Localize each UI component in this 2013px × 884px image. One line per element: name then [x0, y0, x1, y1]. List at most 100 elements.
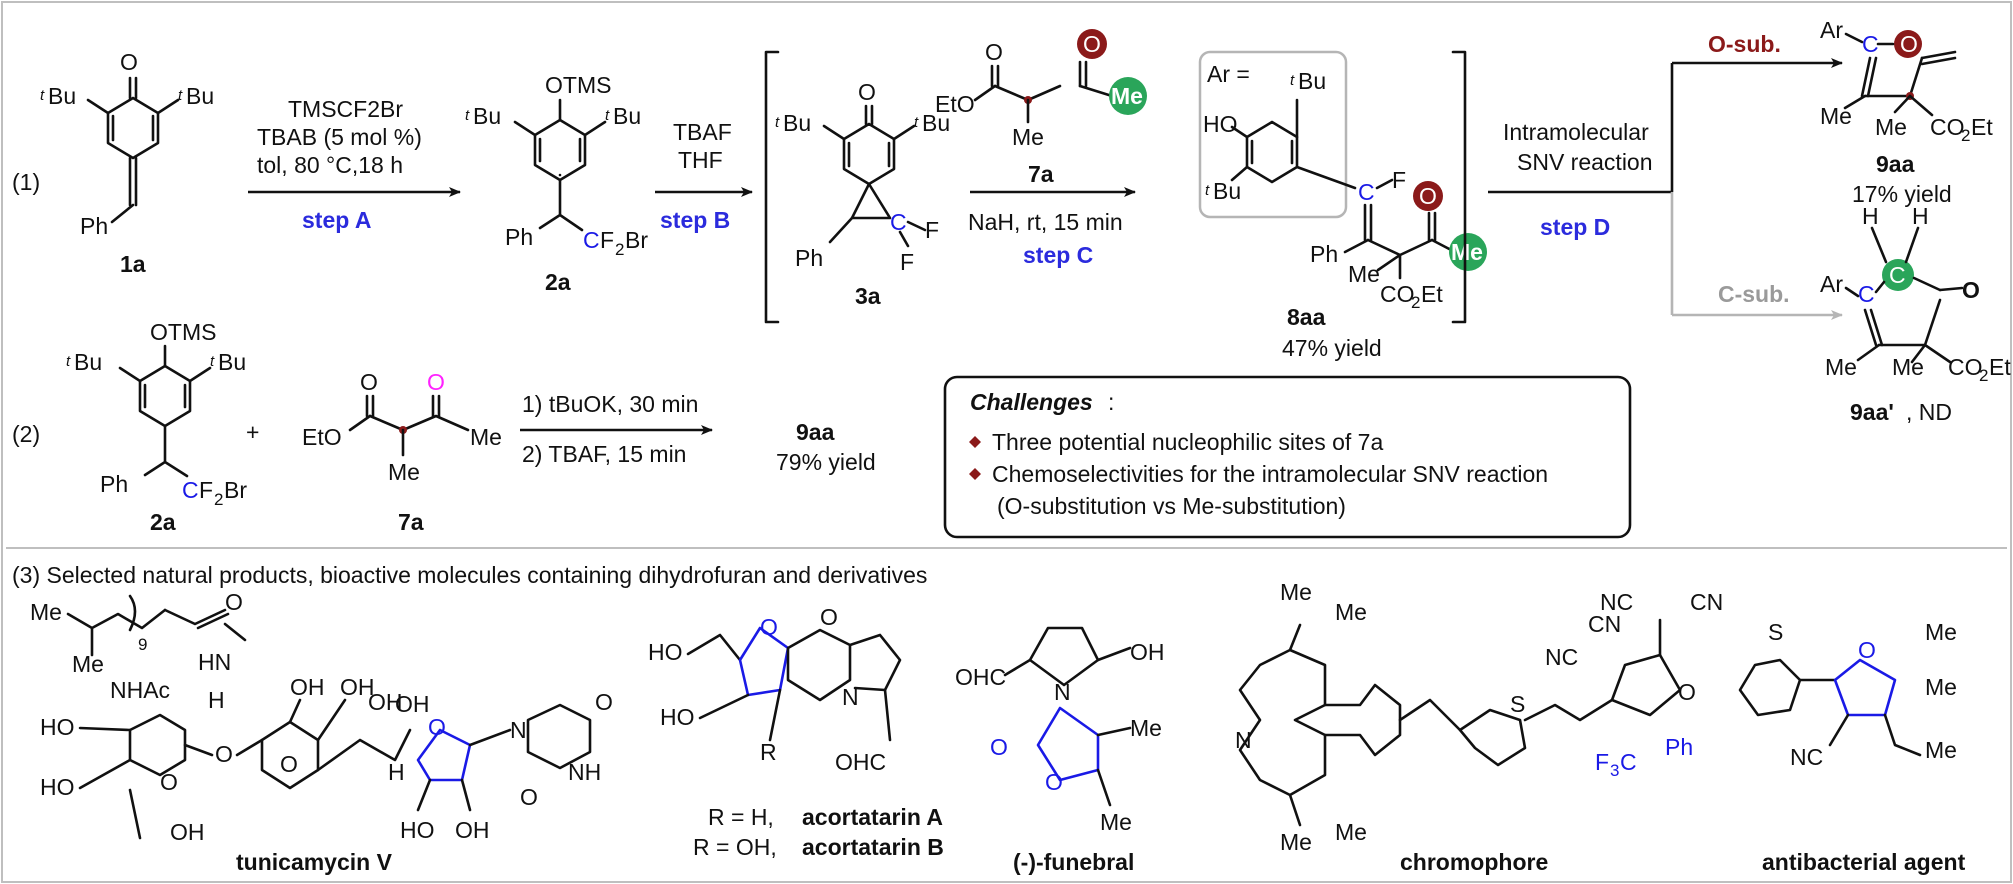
svg-text:N: N	[1235, 727, 1252, 753]
svg-text:O: O	[160, 769, 178, 795]
svg-text:N: N	[842, 684, 859, 710]
step-c-label: step C	[1023, 242, 1093, 268]
bracket-left	[764, 50, 780, 324]
svg-text:C: C	[1889, 262, 1906, 288]
svg-text:t: t	[66, 353, 71, 370]
svg-text:Bu: Bu	[74, 349, 102, 375]
svg-text:Me: Me	[1012, 124, 1044, 150]
svg-text:Ar: Ar	[1820, 271, 1843, 297]
svg-text:HN: HN	[198, 649, 231, 675]
label-7a-sec2: 7a	[398, 509, 424, 535]
svg-text:O: O	[985, 39, 1003, 65]
svg-text:HO: HO	[648, 639, 683, 665]
svg-text:Me: Me	[30, 599, 62, 625]
svg-text:OH: OH	[290, 674, 325, 700]
svg-text:2: 2	[214, 490, 223, 509]
svg-text:2: 2	[1961, 126, 1970, 145]
bracket-right	[1451, 50, 1467, 324]
svg-text:2: 2	[1411, 293, 1420, 312]
svg-text:Ph: Ph	[1310, 241, 1338, 267]
svg-text:OH: OH	[1130, 639, 1165, 665]
svg-text:O: O	[1900, 31, 1918, 57]
branch-c-label: C-sub.	[1718, 281, 1790, 307]
svg-text:2: 2	[615, 240, 624, 259]
name-tunicamycin: tunicamycin V	[236, 849, 393, 875]
svg-text:Me: Me	[470, 424, 502, 450]
svg-text:Me: Me	[1820, 103, 1852, 129]
section2-cond1: 1) tBuOK, 30 min	[522, 391, 698, 417]
svg-text:O: O	[1858, 637, 1876, 663]
svg-text:CO: CO	[1930, 114, 1965, 140]
svg-text:OH: OH	[395, 691, 430, 717]
section2-cond2: 2) TBAF, 15 min	[522, 441, 686, 467]
section2-product: 9aa	[796, 419, 835, 445]
svg-text:3: 3	[1610, 761, 1619, 780]
svg-text:OTMS: OTMS	[150, 319, 216, 345]
svg-text:C: C	[1858, 281, 1875, 307]
name-acortatarin-a: acortatarin A	[802, 804, 943, 830]
challenges-colon: :	[1108, 389, 1114, 415]
svg-text:Me: Me	[1130, 715, 1162, 741]
svg-text:CO: CO	[1948, 354, 1983, 380]
plus-sign: +	[246, 419, 259, 445]
bullet-2	[969, 468, 981, 480]
section1-label: (1)	[12, 169, 40, 195]
step-a-label: step A	[302, 207, 371, 233]
svg-text:Me: Me	[1925, 674, 1957, 700]
svg-text:R: R	[760, 739, 777, 765]
svg-text:CN: CN	[1588, 611, 1621, 637]
svg-text:Ph: Ph	[1665, 734, 1693, 760]
challenge-item-1: Three potential nucleophilic sites of 7a	[992, 429, 1383, 455]
step-d-reagent1: Intramolecular	[1503, 119, 1649, 145]
svg-text:Bu: Bu	[1298, 68, 1326, 94]
svg-text:t: t	[605, 107, 610, 124]
svg-text:HO: HO	[660, 704, 695, 730]
compound-7a-top: O EtO Me O Me 7a	[935, 29, 1147, 187]
svg-text:t: t	[210, 353, 215, 370]
svg-text:Et: Et	[1971, 114, 1993, 140]
structure-antibacterial: S O Me Me NC Me antibacterial agent	[1738, 619, 1966, 875]
svg-text:N: N	[1054, 679, 1071, 705]
svg-text:H: H	[1862, 203, 1879, 229]
structure-acortatarin: HO O HO R O N OHC R = H, acortatarin A R…	[648, 604, 944, 860]
svg-text:O: O	[280, 751, 298, 777]
svg-text:C: C	[182, 477, 199, 503]
name-chromophore: chromophore	[1400, 849, 1548, 875]
svg-text:Et: Et	[1421, 281, 1443, 307]
svg-text:t: t	[1205, 182, 1210, 199]
svg-text:Me: Me	[1335, 819, 1367, 845]
label-9aap: 9aa'	[1850, 399, 1894, 425]
svg-text:F: F	[900, 249, 914, 275]
svg-text:H: H	[208, 687, 225, 713]
svg-text:Me: Me	[1100, 809, 1132, 835]
svg-text:CO: CO	[1380, 281, 1415, 307]
name-antibacterial: antibacterial agent	[1762, 849, 1966, 875]
svg-text:OH: OH	[455, 817, 490, 843]
section2-yield: 79% yield	[776, 449, 876, 475]
svg-text:Me: Me	[1925, 737, 1957, 763]
structure-funebral: OHC OH N O O Me Me (-)-funebral	[955, 626, 1165, 875]
challenges-title: Challenges	[970, 389, 1093, 415]
svg-text:H: H	[1912, 203, 1929, 229]
bullet-1	[969, 436, 981, 448]
svg-text:Ar: Ar	[1820, 17, 1843, 43]
svg-text:Me: Me	[72, 651, 104, 677]
svg-text:Bu: Bu	[473, 103, 501, 129]
svg-text:Me: Me	[1348, 261, 1380, 287]
label-9aap-suffix: , ND	[1906, 399, 1952, 425]
step-a-reagent2: TBAB (5 mol %)	[257, 124, 422, 150]
svg-text:OTMS: OTMS	[545, 72, 611, 98]
svg-text:OHC: OHC	[835, 749, 886, 775]
svg-text:Me: Me	[1825, 354, 1857, 380]
section2-label: (2)	[12, 421, 40, 447]
svg-text:HO: HO	[400, 817, 435, 843]
svg-text:O: O	[1419, 183, 1437, 209]
svg-text:Me: Me	[388, 459, 420, 485]
svg-text:Me: Me	[1111, 83, 1143, 109]
